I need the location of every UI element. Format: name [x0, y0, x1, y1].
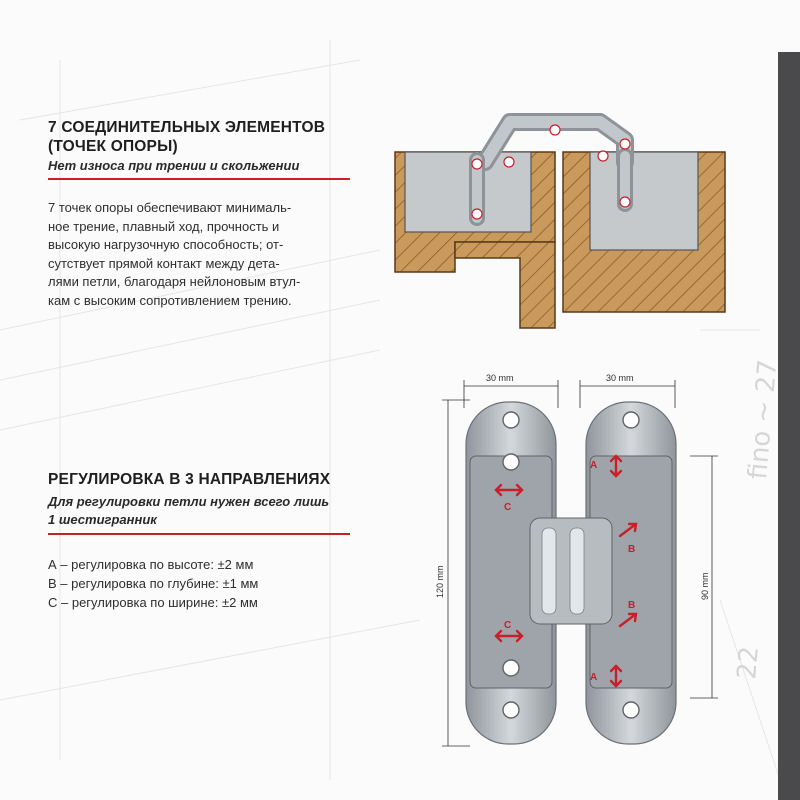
pivot-points: [471, 124, 631, 220]
adjustment-badges: A A B B C C: [504, 460, 635, 683]
badge-a-top: A: [590, 460, 597, 471]
body-line: лями петли, благодаря нейлоновым втул-: [48, 274, 301, 290]
pivot-point: [471, 158, 483, 170]
hinge-knuckle-groove: [569, 527, 585, 615]
hinge-cross-section-diagram: [394, 113, 726, 329]
badge-b-bottom: B: [628, 600, 635, 611]
dimension-width-right: 30 mm: [606, 373, 634, 383]
arrow-b-bottom: [618, 612, 638, 628]
badge-c-bottom: C: [504, 620, 511, 631]
hinge-knuckle-groove: [541, 527, 557, 615]
dimension-height-inner: 90 mm: [700, 572, 710, 600]
right-pocket: [589, 151, 699, 251]
section1-title-line2: (ТОЧЕК ОПОРЫ): [48, 138, 178, 155]
arrow-a-bottom: [609, 664, 623, 688]
dimension-width-left: 30 mm: [486, 373, 514, 383]
body-line: ное трение, плавный ход, прочность и: [48, 218, 280, 234]
page-edge-bar: [778, 52, 800, 800]
section2-subtitle-line1: Для регулировки петли нужен всего лишь: [48, 494, 330, 509]
spec-depth: В – регулировка по глубине: ±1 мм: [48, 576, 259, 591]
section1-divider: [48, 178, 350, 180]
screw-holes: [502, 411, 640, 719]
pivot-point: [619, 138, 631, 150]
spec-height: А – регулировка по высоте: ±2 мм: [48, 557, 254, 572]
arrow-b-top: [618, 522, 638, 538]
pivot-point: [597, 150, 609, 162]
frame-profile: [454, 241, 556, 329]
body-line: высокую нагрузочную способность; от-: [48, 237, 284, 253]
section1-subtitle: Нет износа при трении и скольжении: [48, 158, 300, 173]
body-line: 7 точек опоры обеспечивают минималь-: [48, 200, 292, 215]
dimension-lines: [442, 380, 718, 747]
section1-body: 7 точек опоры обеспечивают минималь- ное…: [48, 199, 348, 311]
spec-width: С – регулировка по ширине: ±2 мм: [48, 595, 258, 610]
pivot-point: [549, 124, 561, 136]
section1-title-line1: 7 СОЕДИНИТЕЛЬНЫХ ЭЛЕМЕНТОВ: [48, 119, 326, 136]
dimension-height-total: 120 mm: [435, 565, 445, 598]
screw-hole: [622, 701, 640, 719]
section2-subtitle-line2: 1 шестигранник: [48, 512, 157, 527]
screw-hole: [502, 411, 520, 429]
section2-title: РЕГУЛИРОВКА В 3 НАПРАВЛЕНИЯХ: [48, 471, 331, 488]
badge-c-top: C: [504, 502, 511, 513]
screw-hole: [622, 411, 640, 429]
hinge-product-diagram: 30 mm 30 mm 120 mm 90 mm: [435, 373, 718, 747]
pivot-point: [503, 156, 515, 168]
screw-hole: [502, 659, 520, 677]
arrow-c-bottom: [494, 629, 524, 643]
body-line: кам с высоким сопротивлением трению.: [48, 292, 292, 308]
screw-hole: [502, 701, 520, 719]
screw-hole: [502, 453, 520, 471]
badge-a-bottom: A: [590, 672, 597, 683]
arrow-c-top: [494, 483, 524, 497]
pivot-point: [619, 196, 631, 208]
arrow-a-top: [609, 454, 623, 478]
pivot-point: [471, 208, 483, 220]
badge-b-top: B: [628, 544, 635, 555]
watermark-text-2: 22: [732, 645, 765, 681]
section2-divider: [48, 533, 350, 535]
adjustment-arrows: [494, 454, 638, 688]
body-line: сутствует прямой контакт между дета-: [48, 255, 280, 271]
